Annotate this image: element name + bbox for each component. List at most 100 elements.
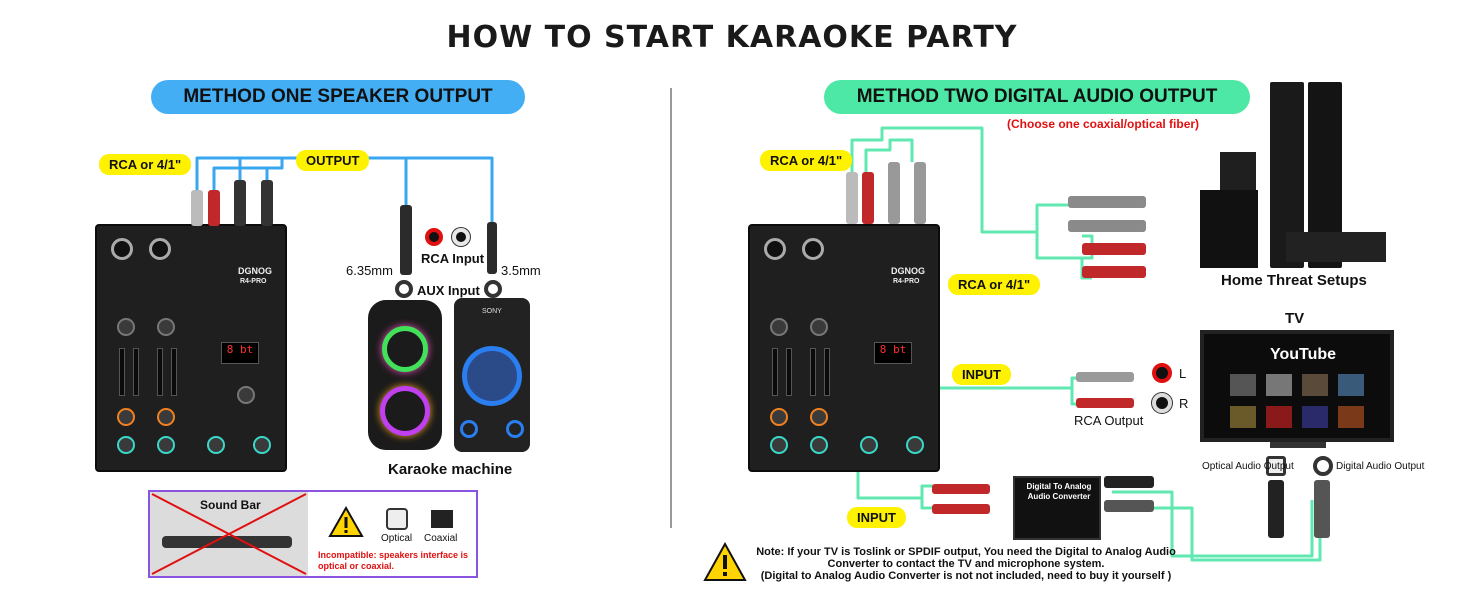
- speaker-port-right: [506, 420, 524, 438]
- coaxial-port-icon: [431, 510, 453, 528]
- input-tag-bottom: INPUT: [847, 507, 906, 528]
- mixer-2-usb-level-knob: [860, 436, 878, 454]
- aux-jack-right-icon: [484, 280, 502, 298]
- fader-2: [133, 348, 139, 396]
- optical-cable-plug: [1268, 480, 1284, 538]
- fader-1: [119, 348, 125, 396]
- sony-speaker: SONY: [454, 298, 530, 452]
- converter-label: Digital To Analog Audio Converter: [1026, 482, 1092, 501]
- mixer-2-rca-plug-white: [846, 172, 858, 224]
- mixer-2-brand: DGNOG: [891, 266, 926, 276]
- mixer-2-quarter-plug-2: [914, 162, 926, 224]
- aux-input-label: AUX Input: [417, 283, 480, 298]
- tv-thumb-8: [1338, 406, 1364, 428]
- home-theater-speakers: [1200, 82, 1390, 270]
- rca-output-label: RCA Output: [1074, 413, 1144, 428]
- speaker-light-ring-top: [382, 326, 428, 372]
- tv-thumb-1: [1230, 374, 1256, 396]
- mixer-model: R4-PRO: [240, 278, 267, 285]
- converter-in-plug-2: [932, 504, 990, 514]
- mixer-2-fx-knob-1: [770, 408, 788, 426]
- converter-in-plug-1: [932, 484, 990, 494]
- note-text: Note: If your TV is Toslink or SPDIF out…: [756, 546, 1176, 582]
- echo-knob: [237, 386, 255, 404]
- karaoke-machine-label: Karaoke machine: [388, 461, 513, 478]
- mic-jack-2: [149, 238, 171, 260]
- rca-jack-r-icon: [1152, 393, 1172, 413]
- rca-output-plug-white: [1076, 372, 1134, 382]
- quarter-inch-plug-a: [1068, 196, 1146, 208]
- party-speaker: [368, 300, 442, 450]
- tv-stand: [1270, 442, 1326, 448]
- usb-level-knob: [207, 436, 225, 454]
- optical-port-icon: [386, 508, 408, 530]
- coaxial-label: Coaxial: [424, 533, 458, 544]
- cross-out-icon: [151, 493, 307, 575]
- audio-mixer: DGNOG R4-PRO 8 bt: [95, 224, 287, 472]
- mixer-display: 8 bt: [221, 342, 259, 364]
- tv-thumb-7: [1302, 406, 1328, 428]
- fader-3: [157, 348, 163, 396]
- level-knob-1: [117, 436, 135, 454]
- soundbar-label: Sound Bar: [200, 498, 261, 512]
- tv-thumb-2: [1266, 374, 1292, 396]
- mixer-2-fader-4: [824, 348, 830, 396]
- rca-plug-a: [1082, 243, 1146, 255]
- mixer-2-rca-plug-red: [862, 172, 874, 224]
- rca-jack-red-icon: [425, 228, 443, 246]
- fader-4: [171, 348, 177, 396]
- quarter-inch-plug-2: [261, 180, 273, 226]
- mixer-2-mic-jack-1: [764, 238, 786, 260]
- rca-plug-b: [1082, 266, 1146, 278]
- tv-label: TV: [1285, 310, 1305, 327]
- mixer-2-gain-knob-2: [810, 318, 828, 336]
- mixer-2-fader-3: [810, 348, 816, 396]
- digital-analog-converter: Digital To Analog Audio Converter: [1013, 476, 1101, 540]
- soundbar-panel: Sound Bar: [150, 492, 308, 576]
- tv-thumb-3: [1302, 374, 1328, 396]
- rca-plug-red: [208, 190, 220, 226]
- optical-label: Optical: [381, 533, 413, 544]
- method-one-heading: METHOD ONE SPEAKER OUTPUT: [151, 80, 525, 114]
- youtube-text: YouTube: [1270, 346, 1337, 363]
- mixer-2-level-knob-1: [770, 436, 788, 454]
- rca-jack-white-icon: [452, 228, 470, 246]
- main-level-knob: [253, 436, 271, 454]
- optical-output-port-icon: [1266, 456, 1286, 476]
- section-divider: [670, 88, 672, 528]
- aux-jack-left-icon: [395, 280, 413, 298]
- center-speaker: [1286, 232, 1386, 262]
- digital-output-label: Digital Audio Output: [1336, 461, 1425, 472]
- note-line: Note: If your TV is Toslink or SPDIF out…: [756, 546, 1176, 570]
- mixer-2-model: R4-PRO: [893, 278, 920, 285]
- channel-l: L: [1179, 366, 1187, 381]
- tv-thumb-4: [1338, 374, 1364, 396]
- audio-mixer-2: DGNOG R4-PRO 8 bt: [748, 224, 940, 472]
- rca-jack-l-icon: [1152, 363, 1172, 383]
- page-title: HOW TO START KARAOKE PARTY: [446, 20, 1018, 55]
- home-theater-label: Home Threat Setups: [1221, 272, 1367, 289]
- gain-knob-1: [117, 318, 135, 336]
- soundbar-incompatible-box: [148, 490, 478, 578]
- rca-output-plug-red: [1076, 398, 1134, 408]
- converter-out-plug-2: [1104, 500, 1154, 512]
- mixer-2-level-knob-2: [810, 436, 828, 454]
- tv-thumb-5: [1230, 406, 1256, 428]
- speaker-light-ring-bottom: [380, 386, 430, 436]
- note-line-2: (Digital to Analog Audio Converter is no…: [760, 570, 1172, 582]
- quarter-inch-plug-1: [234, 180, 246, 226]
- mixer-2-fx-knob-2: [810, 408, 828, 426]
- output-tag: OUTPUT: [296, 150, 370, 171]
- mixer-2-fader-2: [786, 348, 792, 396]
- speaker-port-left: [460, 420, 478, 438]
- channel-r: R: [1179, 396, 1189, 411]
- tv-thumb-6: [1266, 406, 1292, 428]
- rca-tag-top: RCA or 4/1": [760, 150, 853, 171]
- warning-triangle-icon: [328, 506, 364, 537]
- mixer-2-fader-1: [772, 348, 778, 396]
- note-warning-icon: [703, 542, 747, 581]
- mixer-2-main-level-knob: [906, 436, 924, 454]
- tv-screen: YouTube: [1200, 330, 1394, 442]
- mixer-2-mic-jack-2: [802, 238, 824, 260]
- incompatible-note: Incompatible: speakers interface is opti…: [318, 550, 469, 571]
